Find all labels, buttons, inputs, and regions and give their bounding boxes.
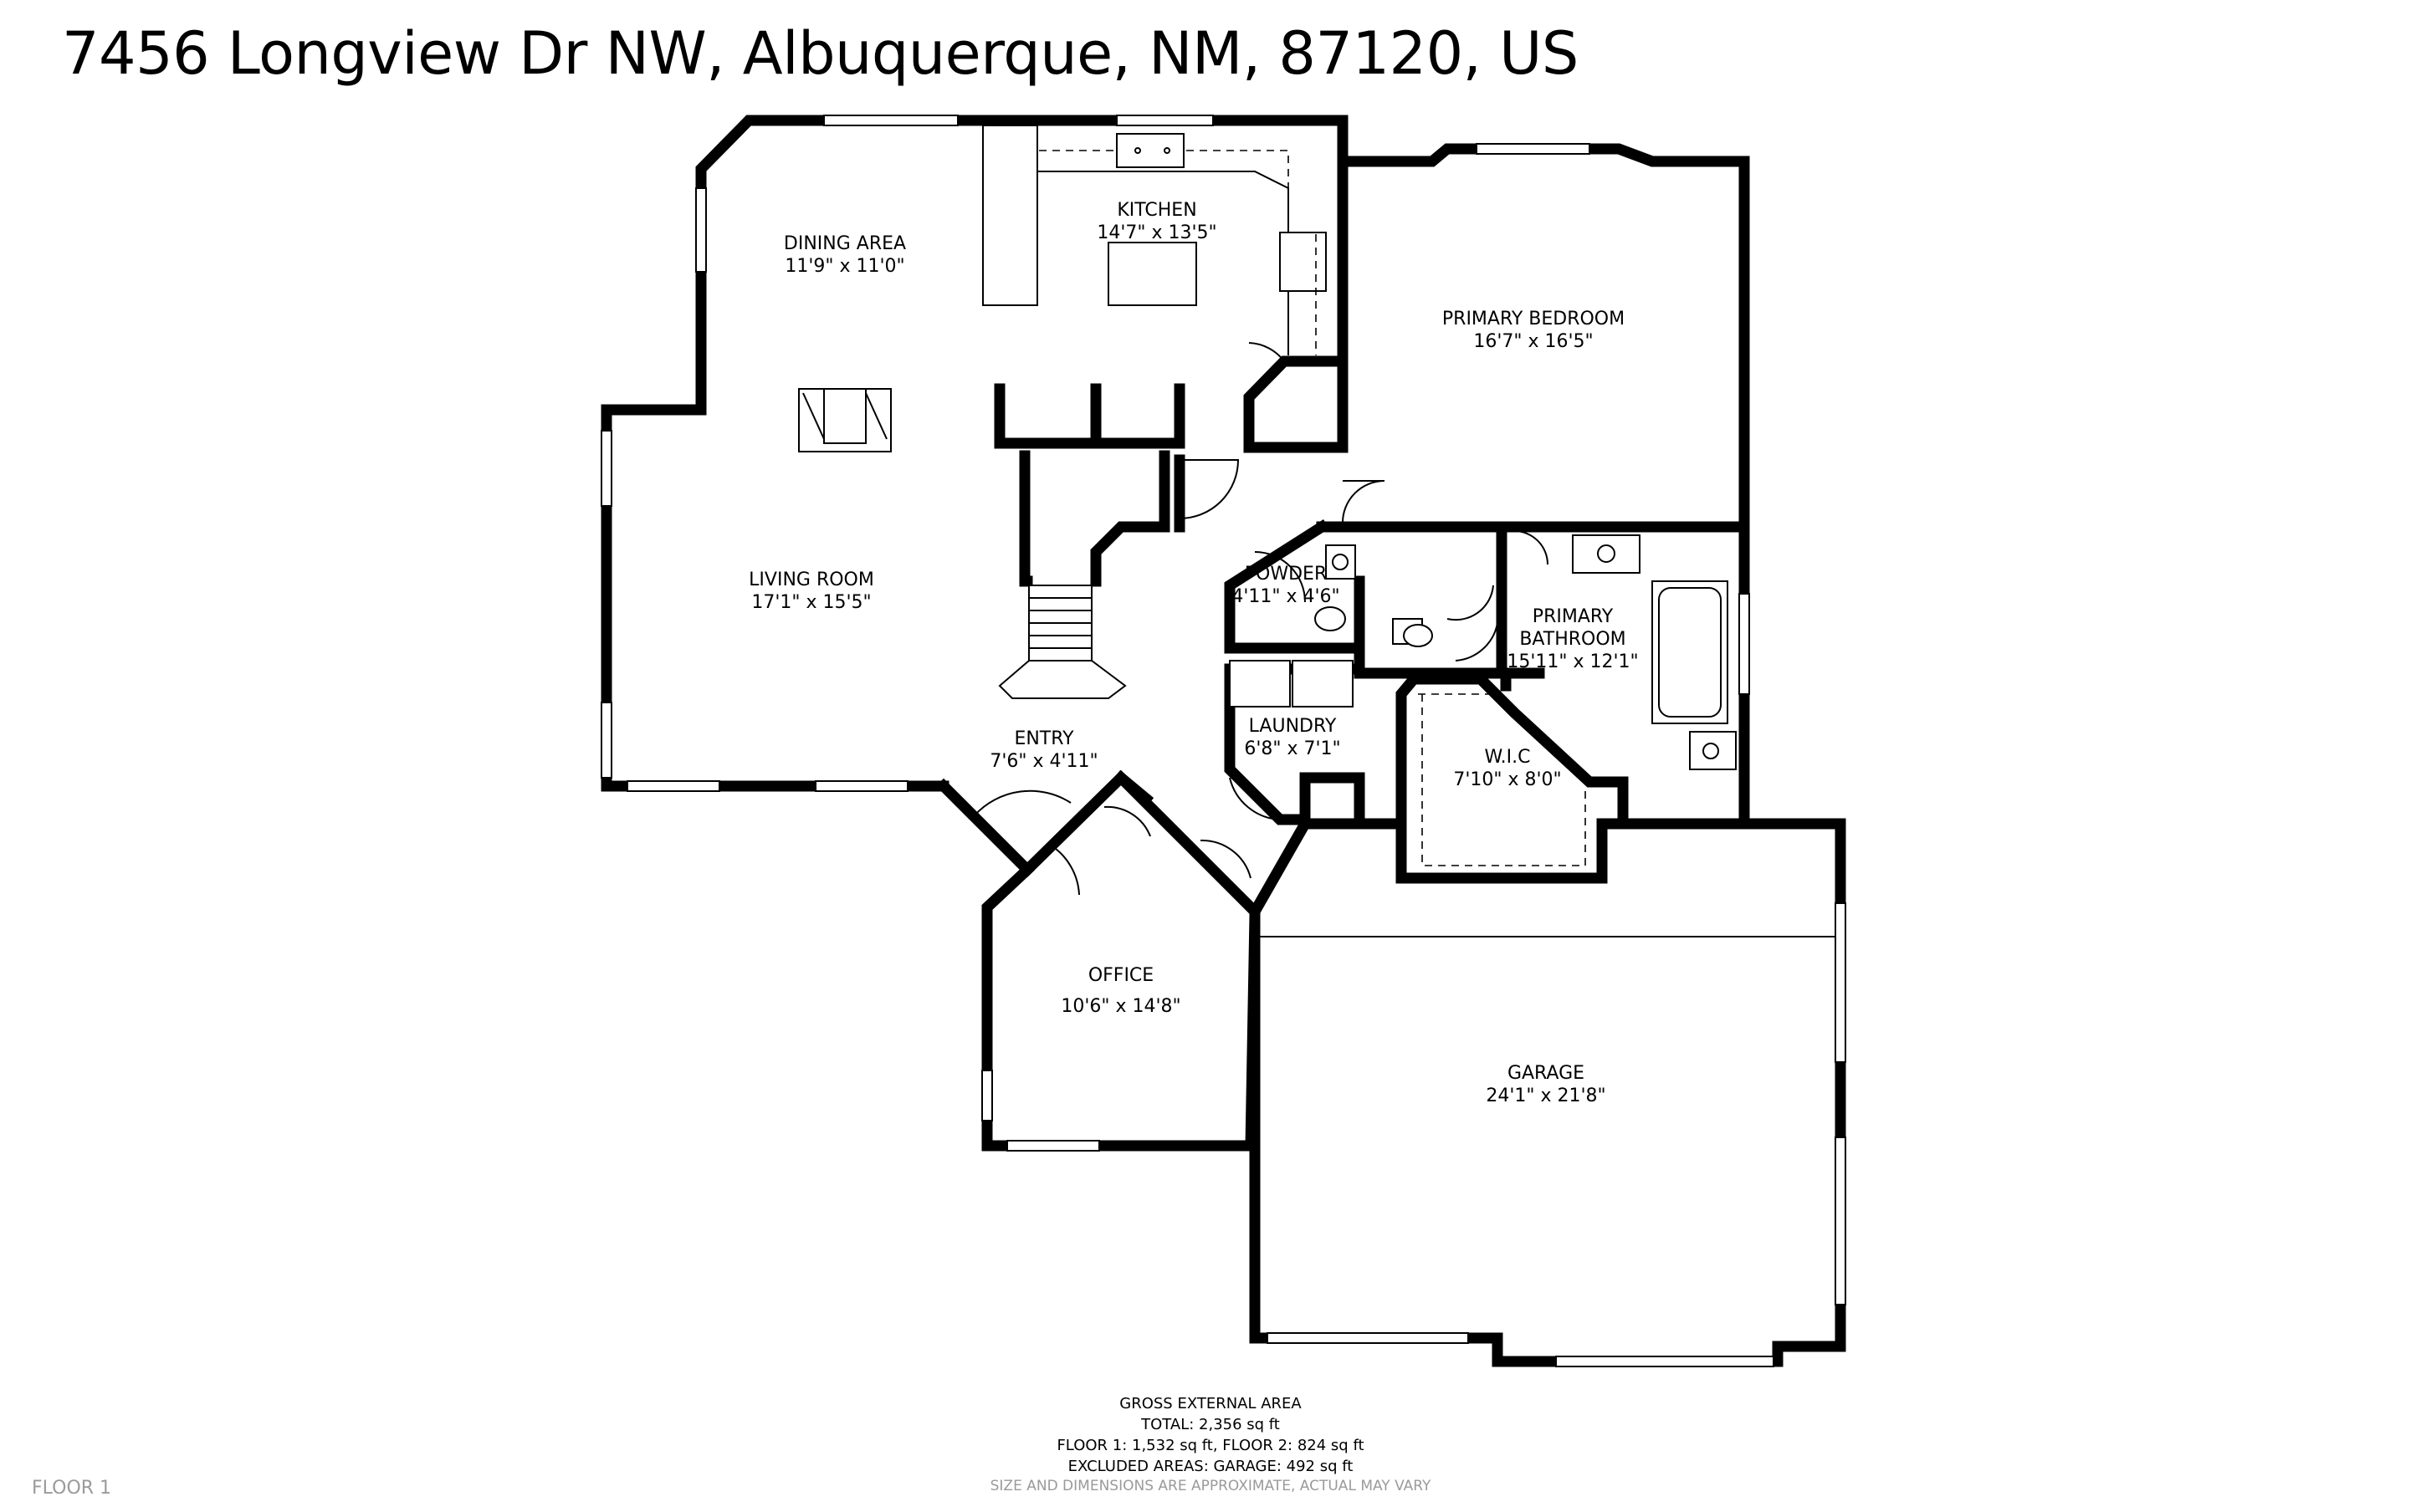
area-excluded: EXCLUDED AREAS: GARAGE: 492 sq ft	[1067, 1458, 1354, 1475]
property-address: 7456 Longview Dr NW, Albuquerque, NM, 87…	[62, 19, 1579, 88]
entry-dims: 7'6" x 4'11"	[990, 751, 1098, 772]
area-total: TOTAL: 2,356 sq ft	[1141, 1416, 1280, 1433]
laundry-name: LAUNDRY	[1249, 716, 1337, 737]
powder-dims: 4'11" x 4'6"	[1231, 586, 1339, 607]
wic-dims: 7'10" x 8'0"	[1453, 769, 1561, 790]
primary-bedroom-dims: 16'7" x 16'5"	[1473, 331, 1593, 352]
walls	[601, 115, 1846, 1367]
primary-bath-name-2: BATHROOM	[1519, 629, 1625, 650]
room-labels: KITCHEN 14'7" x 13'5" DINING AREA 11'9" …	[749, 200, 1639, 1106]
area-floors: FLOOR 1: 1,532 sq ft, FLOOR 2: 824 sq ft	[1057, 1437, 1364, 1454]
office-name: OFFICE	[1088, 965, 1154, 986]
office-dims: 10'6" x 14'8"	[1061, 996, 1180, 1017]
fixtures	[798, 125, 1836, 937]
kitchen-dims: 14'7" x 13'5"	[1097, 222, 1216, 243]
staircase	[998, 585, 1127, 699]
floor-label: FLOOR 1	[32, 1478, 112, 1499]
primary-bath-dims: 15'11" x 12'1"	[1507, 651, 1638, 672]
garage-name: GARAGE	[1507, 1063, 1584, 1084]
windows	[601, 115, 1846, 1367]
living-room-dims: 17'1" x 15'5"	[751, 592, 871, 613]
garage-dims: 24'1" x 21'8"	[1486, 1085, 1605, 1106]
powder-name: POWDER	[1245, 564, 1327, 585]
doors	[974, 342, 1548, 896]
entry-name: ENTRY	[1014, 728, 1074, 749]
disclaimer: SIZE AND DIMENSIONS ARE APPROXIMATE, ACT…	[990, 1478, 1431, 1494]
laundry-dims: 6'8" x 7'1"	[1244, 738, 1340, 759]
dining-name: DINING AREA	[784, 233, 906, 254]
wic-name: W.I.C	[1484, 747, 1530, 768]
primary-bath-name-1: PRIMARY	[1533, 606, 1614, 627]
living-room-name: LIVING ROOM	[749, 570, 874, 590]
gross-area-summary: GROSS EXTERNAL AREA TOTAL: 2,356 sq ft F…	[0, 1393, 2421, 1477]
area-heading: GROSS EXTERNAL AREA	[1119, 1395, 1302, 1412]
dining-dims: 11'9" x 11'0"	[785, 256, 904, 277]
primary-bedroom-name: PRIMARY BEDROOM	[1442, 309, 1625, 329]
kitchen-name: KITCHEN	[1117, 200, 1196, 221]
